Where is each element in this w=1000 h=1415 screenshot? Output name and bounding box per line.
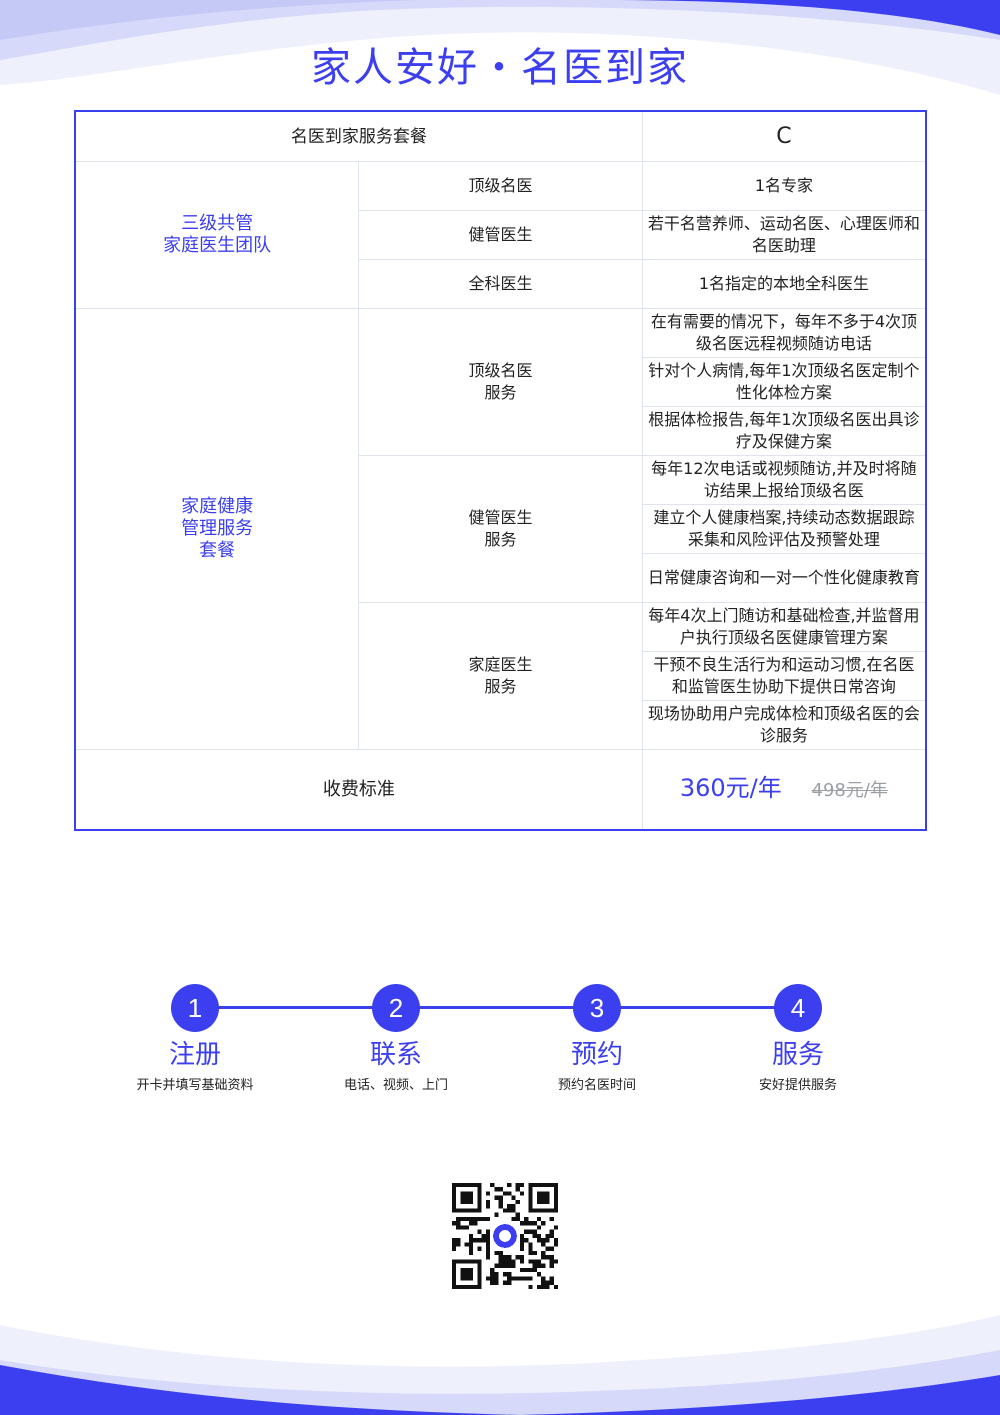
service-item: 现场协助用户完成体检和顶级名医的会诊服务 [641,700,927,750]
table-row: 建立个人健康档案,持续动态数据跟踪采集和风险评估及预警处理 [75,504,927,554]
service-item: 干预不良生活行为和运动习惯,在名医和监管医生协助下提供日常咨询 [641,651,927,701]
table-header-row: 名医到家服务套餐 C [74,110,927,162]
table-row: 日常健康咨询和一对一个性化健康教育 [75,553,927,603]
step-label: 联系 [369,1040,422,1070]
table-row: 针对个人病情,每年1次顶级名医定制个性化体检方案 [75,357,927,407]
package-role: 健管医生 服务 [358,455,643,603]
service-item: 每年4次上门随访和基础检查,并监督用户执行顶级名医健康管理方案 [641,602,927,652]
step-service: 4 服务 安好提供服务 [698,984,898,1093]
current-price: 360元/年 [679,774,782,802]
step-description: 开卡并填写基础资料 [136,1078,254,1093]
header-package-value: C [641,110,927,162]
team-group-label: 三级共管 家庭医生团队 [74,161,360,309]
step-number-badge: 3 [573,984,621,1032]
service-item: 在有需要的情况下，每年不多于4次顶级名医远程视频随访电话 [641,308,927,358]
service-package-table: 名医到家服务套餐 C 三级共管 家庭医生团队 顶级名医 1名专家 健管医生 若干… [74,110,927,831]
bottom-wave-decoration [0,1315,1000,1415]
table-row: 全科医生 1名指定的本地全科医生 [75,259,927,309]
fee-value: 360元/年 498元/年 [641,749,927,831]
package-role: 家庭医生 服务 [358,602,643,750]
step-number-badge: 1 [171,984,219,1032]
step-contact: 2 联系 电话、视频、上门 [296,984,496,1093]
team-value: 1名专家 [641,161,927,211]
step-description: 安好提供服务 [758,1078,837,1093]
page-title: 家人安好・名医到家 [311,45,689,91]
table-row: 家庭医生 服务 每年4次上门随访和基础检查,并监督用户执行顶级名医健康管理方案 [75,602,927,750]
step-description: 电话、视频、上门 [343,1078,448,1093]
fee-label: 收费标准 [74,749,643,831]
step-number-badge: 2 [372,984,420,1032]
steps-connector-line [195,1006,800,1009]
package-group-label: 家庭健康 管理服务 套餐 [74,308,360,750]
header-label: 名医到家服务套餐 [74,110,643,162]
step-number-badge: 4 [774,984,822,1032]
service-item: 日常健康咨询和一对一个性化健康教育 [641,553,927,603]
step-label: 服务 [771,1040,824,1070]
top-wave-decoration [0,0,1000,95]
service-item: 建立个人健康档案,持续动态数据跟踪采集和风险评估及预警处理 [641,504,927,554]
table-row: 干预不良生活行为和运动习惯,在名医和监管医生协助下提供日常咨询 [75,651,927,701]
service-item: 每年12次电话或视频随访,并及时将随访结果上报给顶级名医 [641,455,927,505]
original-price: 498元/年 [811,780,888,801]
team-value: 1名指定的本地全科医生 [641,259,927,309]
team-role: 全科医生 [358,259,643,309]
table-row: 根据体检报告,每年1次顶级名医出具诊疗及保健方案 [75,406,927,456]
package-role: 顶级名医 服务 [358,308,643,456]
service-item: 针对个人病情,每年1次顶级名医定制个性化体检方案 [641,357,927,407]
step-label: 注册 [168,1040,221,1070]
step-appointment: 3 预约 预约名医时间 [497,984,697,1093]
table-row: 健管医生 若干名营养师、运动名医、心理医师和名医助理 [75,210,927,260]
table-row: 现场协助用户完成体检和顶级名医的会诊服务 [75,700,927,750]
fee-row: 收费标准 360元/年 498元/年 [74,749,927,831]
team-role: 健管医生 [358,210,643,260]
step-register: 1 注册 开卡并填写基础资料 [95,984,295,1093]
table-row: 健管医生 服务 每年12次电话或视频随访,并及时将随访结果上报给顶级名医 [75,455,927,603]
step-description: 预约名医时间 [557,1078,636,1093]
service-item: 根据体检报告,每年1次顶级名医出具诊疗及保健方案 [641,406,927,456]
qr-code-icon[interactable] [452,1183,558,1289]
table-row: 家庭健康 管理服务 套餐 顶级名医 服务 在有需要的情况下，每年不多于4次顶级名… [74,308,927,750]
step-label: 预约 [570,1040,623,1070]
team-role: 顶级名医 [358,161,643,211]
team-value: 若干名营养师、运动名医、心理医师和名医助理 [641,210,927,260]
table-row: 三级共管 家庭医生团队 顶级名医 1名专家 [74,161,927,309]
